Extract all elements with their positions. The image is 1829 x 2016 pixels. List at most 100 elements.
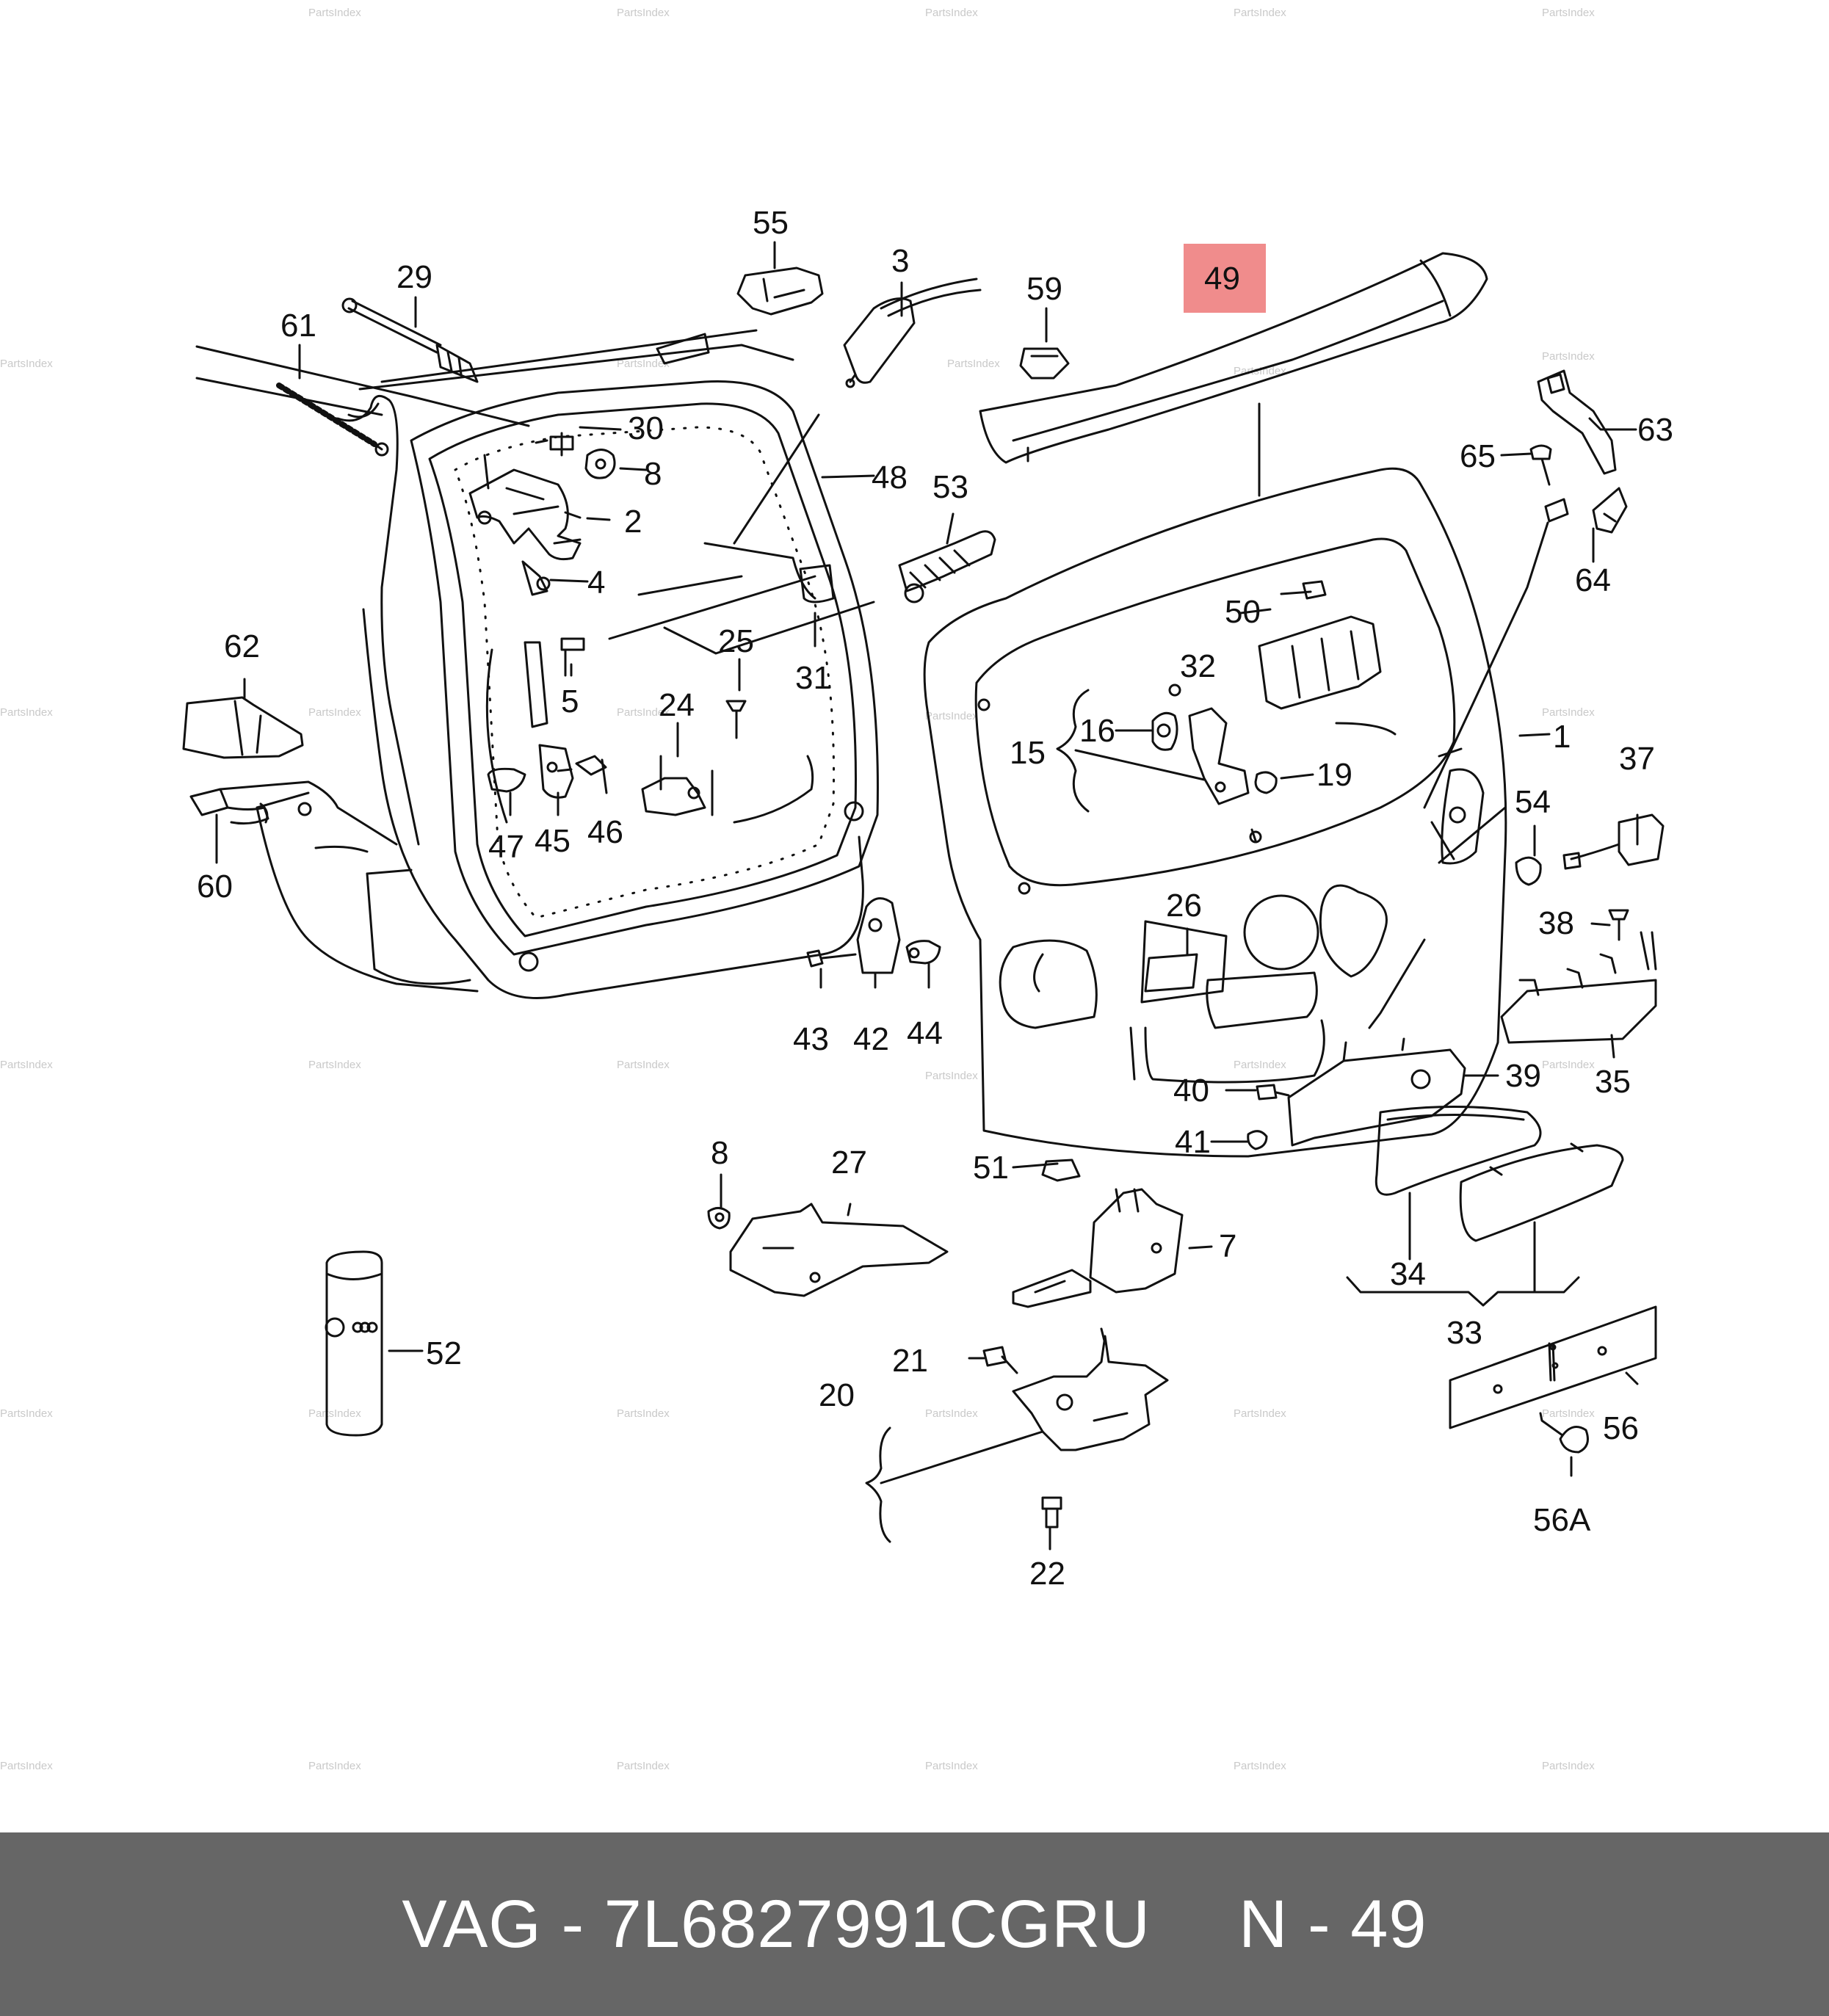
- callout-34: 34: [1390, 1256, 1426, 1292]
- watermark: PartsIndex: [1542, 7, 1595, 19]
- callout-51: 51: [973, 1150, 1009, 1186]
- watermark: PartsIndex: [617, 358, 670, 370]
- bracket-45: [538, 744, 574, 799]
- number-plate-light-35: [1500, 931, 1657, 1044]
- rear-spoiler: [979, 252, 1488, 497]
- lock-bracket-15: [1188, 707, 1250, 805]
- callout-20: 20: [819, 1377, 855, 1413]
- callout-35: 35: [1595, 1064, 1631, 1100]
- callout-50: 50: [1225, 594, 1261, 630]
- part-number: 7L6827991CGRU: [604, 1886, 1151, 1962]
- retaining-strip-5a: [524, 641, 548, 728]
- watermark: PartsIndex: [1542, 1407, 1595, 1420]
- watermark: PartsIndex: [925, 1407, 978, 1420]
- bolt-46: [557, 755, 607, 776]
- screw-38: [1608, 909, 1629, 941]
- screw-40: [1256, 1084, 1290, 1101]
- watermark: PartsIndex: [1234, 1407, 1286, 1420]
- grommet-54: [1515, 856, 1542, 886]
- callout-19: 19: [1316, 757, 1352, 793]
- callout-29: 29: [396, 259, 432, 295]
- callout-4: 4: [587, 565, 605, 601]
- watermark: PartsIndex: [617, 1059, 670, 1071]
- switch-37: [1562, 813, 1665, 870]
- callout-5: 5: [561, 684, 579, 719]
- lock-actuator-7: [1012, 1188, 1184, 1308]
- position-label: N: [1239, 1886, 1289, 1962]
- callout-7: 7: [1219, 1228, 1236, 1264]
- watermark: PartsIndex: [0, 1059, 53, 1071]
- license-plate-mount-56: [1449, 1305, 1657, 1429]
- bolt-5: [560, 637, 585, 677]
- callout-16: 16: [1079, 713, 1115, 749]
- tailgate-panel: [923, 467, 1507, 1158]
- bolt-21: [982, 1346, 1018, 1374]
- bolt-30: [535, 432, 574, 457]
- callout-1: 1: [1553, 719, 1571, 755]
- watermark: PartsIndex: [308, 1407, 361, 1420]
- callout-42: 42: [853, 1021, 889, 1057]
- callout-22: 22: [1029, 1556, 1065, 1592]
- screw-43: [806, 949, 857, 968]
- watermark: PartsIndex: [308, 7, 361, 19]
- handle-bracket-39: [1287, 1037, 1466, 1147]
- callout-21: 21: [892, 1343, 928, 1379]
- handle-gasket-34: [1375, 1106, 1542, 1196]
- car-body-rear-opening: [195, 329, 879, 999]
- hinge-42: [856, 897, 901, 974]
- callout-47: 47: [488, 829, 524, 865]
- callout-15: 15: [1010, 735, 1046, 771]
- watermark: PartsIndex: [947, 358, 1000, 370]
- callout-37: 37: [1619, 741, 1655, 777]
- callout-43: 43: [793, 1021, 829, 1057]
- buffer-spring-53: [898, 530, 996, 603]
- callout-26: 26: [1166, 888, 1202, 924]
- sticker-55-pad: [656, 333, 710, 365]
- callout-labels: 55 3 59 49 29 61 30 8 2 4 48 53 31 25 24…: [197, 205, 1673, 1592]
- bushing-47: [487, 767, 526, 793]
- callout-27: 27: [831, 1145, 867, 1181]
- handle-cover-33: [1459, 1142, 1624, 1242]
- callout-56: 56: [1603, 1410, 1639, 1446]
- bolt-4: [521, 560, 551, 596]
- cover-plate-55: [736, 266, 824, 316]
- bolt-22: [1041, 1496, 1062, 1529]
- callout-2: 2: [624, 504, 642, 540]
- callout-39: 39: [1505, 1058, 1541, 1094]
- switch-60: [189, 780, 398, 846]
- callout-40: 40: [1173, 1073, 1209, 1109]
- callout-60: 60: [197, 869, 233, 904]
- watermark: PartsIndex: [925, 1760, 978, 1772]
- position-value: 49: [1350, 1886, 1427, 1962]
- callout-63: 63: [1637, 412, 1673, 448]
- cover-32: [1258, 615, 1382, 710]
- watermark: PartsIndex: [308, 1760, 361, 1772]
- callout-59: 59: [1026, 271, 1062, 307]
- callout-45: 45: [535, 823, 571, 859]
- watermark: PartsIndex: [925, 7, 978, 19]
- callout-49: 49: [1204, 261, 1240, 297]
- callout-8-upper: 8: [644, 456, 662, 492]
- callout-54: 54: [1515, 784, 1551, 820]
- hinge-assembly: [468, 454, 582, 561]
- lock-cylinder-16: [1151, 711, 1178, 751]
- watermark: PartsIndex: [1542, 1059, 1595, 1071]
- highlight-box-part-49: [1184, 244, 1266, 313]
- callout-46: 46: [587, 814, 623, 850]
- callout-65: 65: [1460, 438, 1496, 474]
- screw-65: [1529, 444, 1552, 486]
- watermark: PartsIndex: [308, 1059, 361, 1071]
- watermark: PartsIndex: [0, 706, 53, 719]
- watermark: PartsIndex: [1234, 7, 1286, 19]
- callout-44: 44: [907, 1015, 943, 1051]
- watermark: PartsIndex: [925, 710, 978, 722]
- bracket-27: [729, 1203, 949, 1297]
- separator: -: [1308, 1886, 1331, 1962]
- callout-61: 61: [280, 308, 316, 344]
- part-info-footer: VAG - 7L6827991CGRU N - 49: [0, 1832, 1829, 2016]
- bracket-lower-1: [1423, 498, 1569, 864]
- callout-48: 48: [872, 460, 908, 496]
- watermark: PartsIndex: [1542, 350, 1595, 363]
- clip-26: [1144, 953, 1198, 993]
- watermark: PartsIndex: [1234, 1059, 1286, 1071]
